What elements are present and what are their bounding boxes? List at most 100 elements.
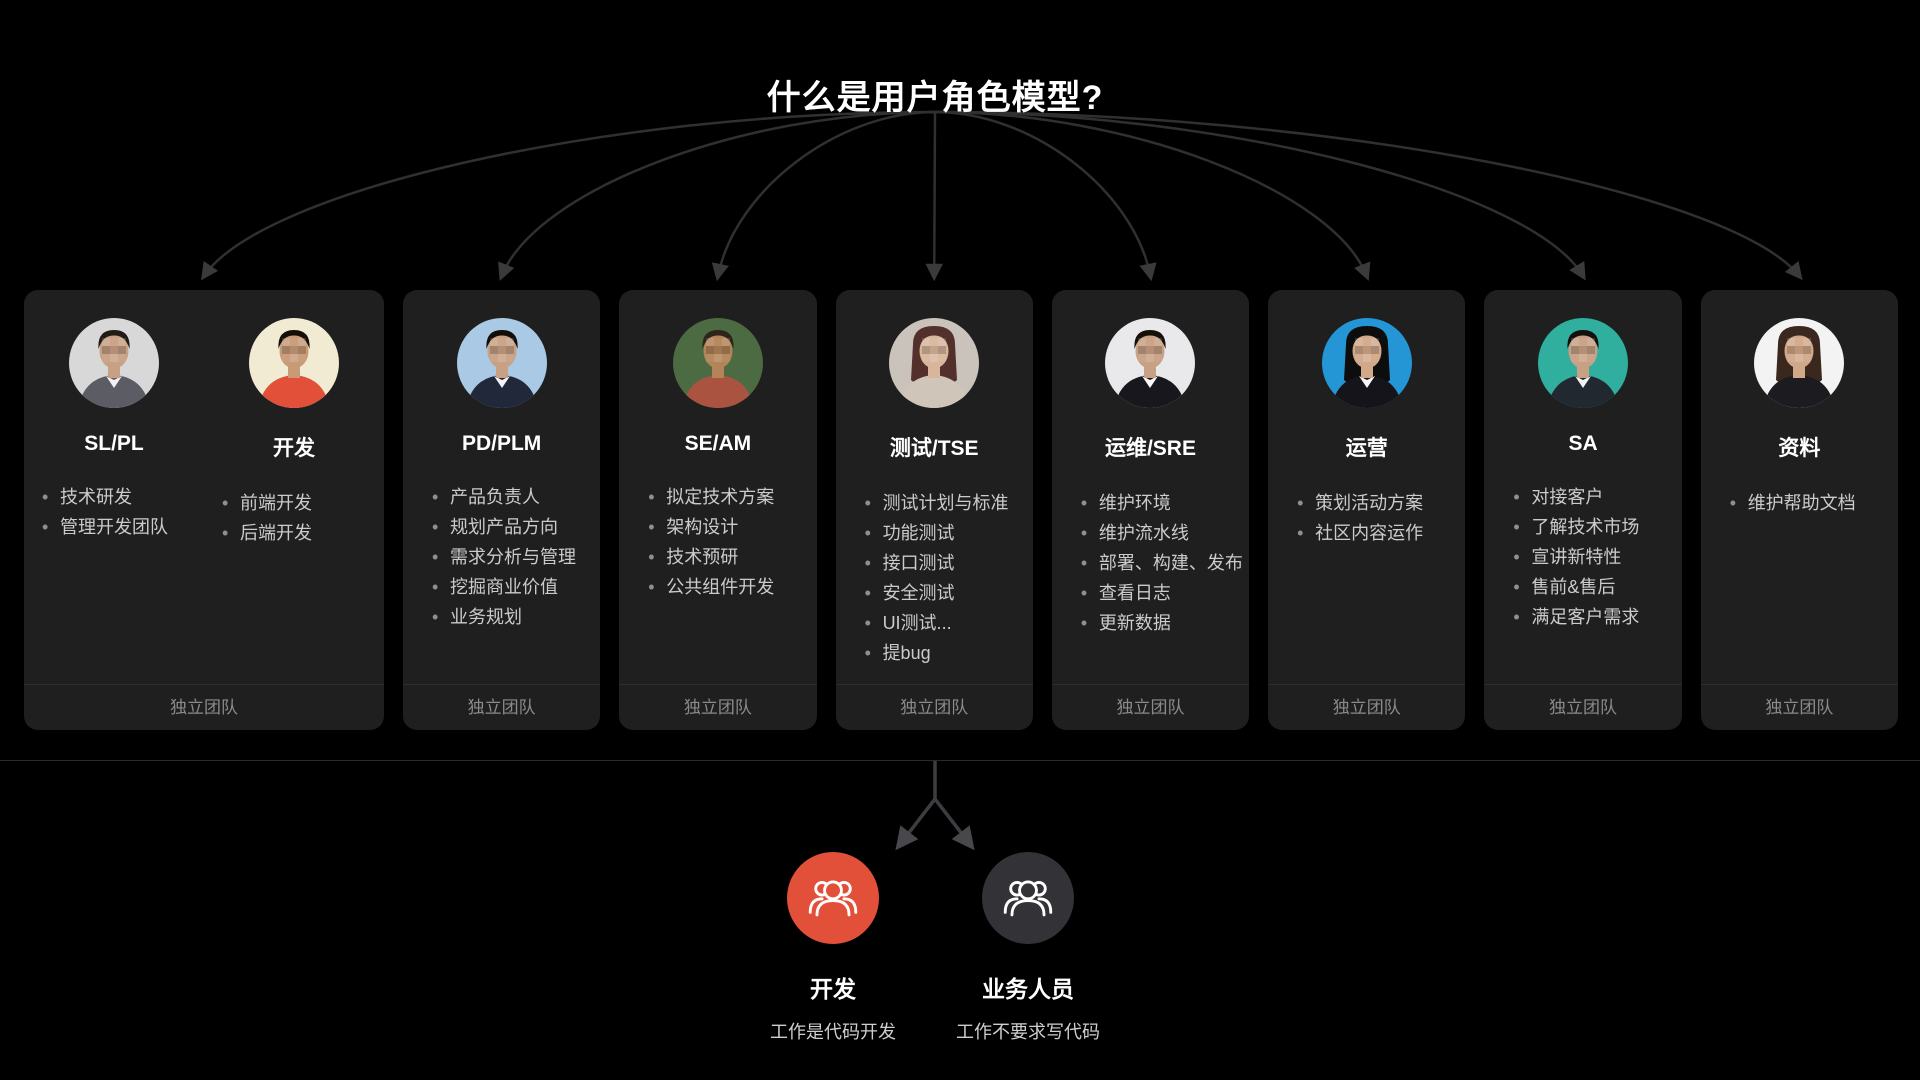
duties-list: 产品负责人规划产品方向需求分析与管理挖掘商业价值业务规划 [403,482,600,632]
group-dev: 开发 工作是代码开发 [703,852,963,1044]
persona-name: 运维/SRE [1104,437,1196,460]
role-card: SA 对接客户了解技术市场宣讲新特性售前&售后满足客户需求 独立团队 [1484,290,1682,730]
avatar [1754,318,1845,408]
duty-item: 售前&售后 [1512,572,1675,602]
card-footer-label: 独立团队 [619,684,817,730]
duty-item: 挖掘商业价值 [431,572,594,602]
card-footer-label: 独立团队 [403,684,601,730]
horizontal-divider [0,760,1920,761]
role-card: 资料 维护帮助文档 独立团队 [1700,290,1898,730]
group-label: 开发 [810,976,856,1002]
card-footer-label: 独立团队 [1700,684,1898,730]
duty-item: 了解技术市场 [1512,512,1675,542]
persona: 运营 策划活动方案社区内容运作 [1268,318,1465,730]
duty-item: 提bug [864,638,1027,668]
avatar [1321,318,1412,408]
personas: PD/PLM 产品负责人规划产品方向需求分析与管理挖掘商业价值业务规划 [403,318,600,730]
persona-name: SE/AM [684,432,752,455]
group-label: 业务人员 [982,976,1074,1002]
duty-item: 公共组件开发 [647,572,810,602]
avatar [672,318,763,408]
duties-list: 对接客户了解技术市场宣讲新特性售前&售后满足客户需求 [1484,482,1681,632]
persona: SA 对接客户了解技术市场宣讲新特性售前&售后满足客户需求 [1484,318,1681,730]
duties-list: 测试计划与标准功能测试接口测试安全测试UI测试...提bug [836,488,1033,668]
personas: SL/PL 技术研发管理开发团队 开发 前端开发后端开发 [24,318,384,730]
card-footer-label: 独立团队 [1051,684,1250,730]
duty-item: 宣讲新特性 [1512,542,1675,572]
duty-item: 技术研发 [41,482,198,512]
duties-list: 维护帮助文档 [1701,488,1898,518]
persona: 开发 前端开发后端开发 [204,318,384,730]
personas: 资料 维护帮助文档 [1701,318,1898,730]
personas: 运维/SRE 维护环境维护流水线部署、构建、发布查看日志更新数据 [1052,318,1249,730]
card-footer-label: 独立团队 [24,684,384,730]
role-card: 测试/TSE 测试计划与标准功能测试接口测试安全测试UI测试...提bug 独立… [835,290,1033,730]
group-caption: 工作不要求写代码 [956,1022,1100,1042]
avatar [889,318,980,408]
personas: SA 对接客户了解技术市场宣讲新特性售前&售后满足客户需求 [1484,318,1681,730]
duty-item: 对接客户 [1512,482,1675,512]
duties-list: 前端开发后端开发 [204,488,384,548]
duty-item: 前端开发 [221,488,378,518]
duty-item: 更新数据 [1080,608,1243,638]
duty-item: 业务规划 [431,602,594,632]
duty-item: UI测试... [864,608,1027,638]
persona: SL/PL 技术研发管理开发团队 [24,318,204,730]
avatar [69,318,159,408]
duty-item: 管理开发团队 [41,512,198,542]
duty-item: 维护帮助文档 [1729,488,1892,518]
avatar [456,318,547,408]
duty-item: 查看日志 [1080,578,1243,608]
personas: 运营 策划活动方案社区内容运作 [1268,318,1465,730]
role-cards-row: SL/PL 技术研发管理开发团队 开发 前端开发后端开发 独立团队 PD/PLM… [24,290,1898,730]
duty-item: 维护环境 [1080,488,1243,518]
duty-item: 接口测试 [864,548,1027,578]
duty-item: 后端开发 [221,518,378,548]
duties-list: 维护环境维护流水线部署、构建、发布查看日志更新数据 [1052,488,1249,638]
personas: SE/AM 拟定技术方案架构设计技术预研公共组件开发 [619,318,816,730]
group-caption: 工作是代码开发 [770,1022,896,1042]
persona: 资料 维护帮助文档 [1701,318,1898,730]
card-footer-label: 独立团队 [1268,684,1466,730]
card-footer-label: 独立团队 [835,684,1033,730]
duty-item: 测试计划与标准 [864,488,1027,518]
group-biz: 业务人员 工作不要求写代码 [898,852,1158,1044]
role-card: 运维/SRE 维护环境维护流水线部署、构建、发布查看日志更新数据 独立团队 [1051,290,1250,730]
persona: SE/AM 拟定技术方案架构设计技术预研公共组件开发 [619,318,816,730]
duty-item: 功能测试 [864,518,1027,548]
duty-item: 社区内容运作 [1296,518,1459,548]
duty-item: 拟定技术方案 [647,482,810,512]
card-footer-label: 独立团队 [1484,684,1682,730]
duties-list: 拟定技术方案架构设计技术预研公共组件开发 [619,482,816,602]
persona-name: PD/PLM [461,432,542,455]
persona-name: 测试/TSE [889,437,979,460]
duty-item: 安全测试 [864,578,1027,608]
persona: PD/PLM 产品负责人规划产品方向需求分析与管理挖掘商业价值业务规划 [403,318,600,730]
persona: 运维/SRE 维护环境维护流水线部署、构建、发布查看日志更新数据 [1052,318,1249,730]
persona-name: 资料 [1778,437,1821,460]
duty-item: 策划活动方案 [1296,488,1459,518]
team-icon [982,852,1074,944]
avatar [1538,318,1629,408]
duty-item: 需求分析与管理 [431,542,594,572]
avatar [249,318,339,408]
page-title: 什么是用户角色模型? [766,79,1104,117]
duty-item: 架构设计 [647,512,810,542]
persona-name: 运营 [1345,437,1388,460]
duty-item: 部署、构建、发布 [1080,548,1243,578]
persona-name: SL/PL [84,432,144,455]
role-card: SE/AM 拟定技术方案架构设计技术预研公共组件开发 独立团队 [619,290,817,730]
duties-list: 策划活动方案社区内容运作 [1268,488,1465,548]
duty-item: 满足客户需求 [1512,602,1675,632]
duty-item: 技术预研 [647,542,810,572]
role-card: 运营 策划活动方案社区内容运作 独立团队 [1268,290,1466,730]
avatar [1105,318,1196,408]
duty-item: 产品负责人 [431,482,594,512]
role-card: SL/PL 技术研发管理开发团队 开发 前端开发后端开发 独立团队 [24,290,384,730]
persona-name: SA [1568,432,1598,455]
persona: 测试/TSE 测试计划与标准功能测试接口测试安全测试UI测试...提bug [836,318,1033,730]
personas: 测试/TSE 测试计划与标准功能测试接口测试安全测试UI测试...提bug [836,318,1033,730]
duty-item: 规划产品方向 [431,512,594,542]
